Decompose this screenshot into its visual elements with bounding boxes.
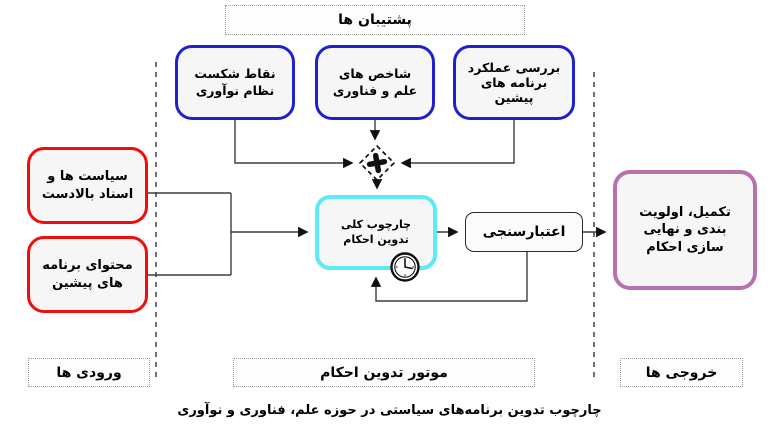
engine-core-box: چارچوب کلی تدوین احکام: [315, 195, 437, 270]
group-label-supporters: پشتیبان ها: [225, 5, 525, 35]
output-box-finalize: تکمیل، اولویت بندی و نهایی سازی احکام: [613, 170, 757, 290]
input-box-previous-programs: محتوای برنامه های پیشین: [27, 236, 148, 313]
supporter-box-failure-points: نقاط شکست نظام نوآوری: [175, 45, 295, 120]
group-label-engine: موتور تدوین احکام: [233, 358, 535, 387]
input-box-policies-documents: سیاست ها و اسناد بالادست: [27, 147, 148, 224]
supporter-box-science-indicators: شاخص های علم و فناوری: [315, 45, 435, 120]
diagram-caption: چارچوب تدوین برنامه‌های سیاستی در حوزه ع…: [177, 403, 602, 418]
supporter-box-performance-review: بررسی عملکرد برنامه های پیشین: [453, 45, 575, 120]
group-label-outputs: خروجی ها: [620, 358, 743, 387]
validation-box: اعتبارسنجی: [465, 212, 583, 252]
group-label-inputs: ورودی ها: [28, 358, 150, 387]
